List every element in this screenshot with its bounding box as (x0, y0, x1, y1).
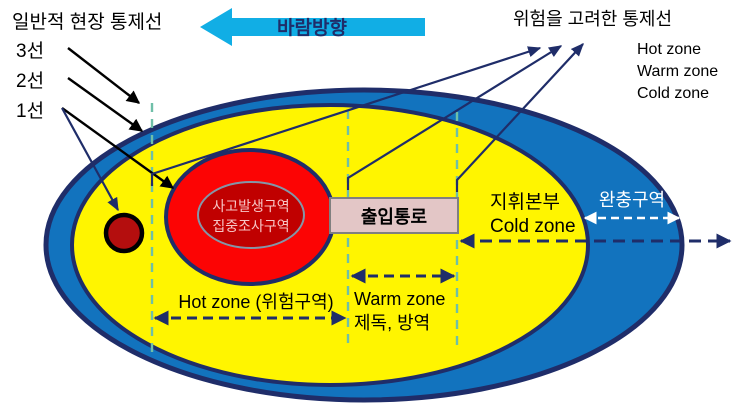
pointer-line-to-incident-spot (61, 107, 119, 212)
incident-core-label-line1: 사고발생구역 (212, 198, 289, 214)
wind-direction-label: 바람방향 (277, 17, 347, 39)
entry-corridor-box (329, 197, 459, 234)
warm-zone-dimension-label-line1: Warm zone (354, 289, 445, 309)
command-post-label-line2: Cold zone (490, 216, 576, 237)
general-control-line-heading: 일반적 현장 통제선 (12, 11, 162, 33)
pointer-warm-zone-to-label (346, 45, 563, 190)
hot-zone-dimension-label: Hot zone (위험구역) (178, 292, 333, 312)
incident-spot-icon (103, 212, 145, 254)
pointer-cold-zone-to-label (455, 43, 584, 192)
pointer-hot-zone-to-label (150, 46, 542, 186)
warm-zone-dimension-label-line2: 제독, 방역 (354, 313, 430, 333)
wind-direction-arrow-icon (200, 8, 425, 46)
control-line-3-label: 3선 (16, 40, 44, 62)
pointer-line-2 (67, 77, 144, 132)
control-line-2-label: 2선 (16, 70, 44, 92)
control-line-1-label: 1선 (16, 100, 44, 122)
pointer-line-1 (61, 107, 175, 189)
incident-core-ellipse (197, 181, 305, 249)
warm-hot-zone-ellipse (70, 103, 590, 387)
legend-hot-zone-label: Hot zone (637, 41, 701, 58)
command-post-label-line1: 지휘본부 (490, 191, 560, 213)
entry-corridor-label: 출입통로 (361, 206, 427, 227)
buffer-zone-label: 완충구역 (599, 190, 665, 210)
legend-cold-zone-label: Cold zone (637, 85, 709, 102)
incident-core-label-line2: 집중조사구역 (212, 218, 289, 234)
legend-warm-zone-label: Warm zone (637, 63, 718, 80)
risk-control-line-heading: 위험을 고려한 통제선 (513, 9, 672, 29)
pointer-line-3 (67, 47, 141, 104)
